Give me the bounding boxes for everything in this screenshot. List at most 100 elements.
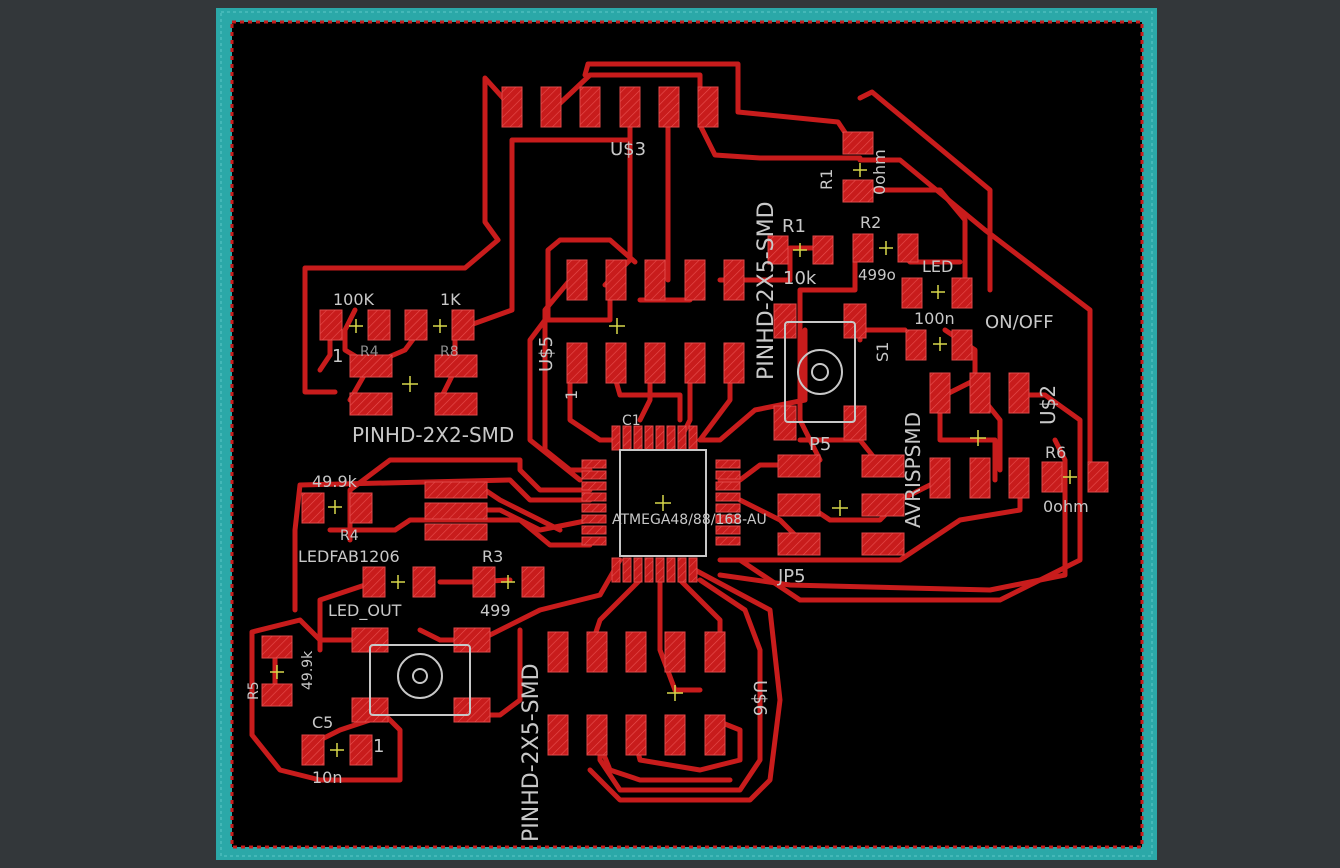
pad-hatch	[1088, 462, 1108, 492]
pad-hatch	[350, 493, 372, 523]
pad-hatch	[620, 87, 640, 127]
label-c5: C5	[312, 713, 333, 732]
pad-hatch	[716, 526, 740, 534]
label-led: LED	[922, 257, 953, 276]
label-49k9: 49.9k	[312, 472, 358, 491]
pad-hatch	[350, 735, 372, 765]
pad-hatch	[567, 260, 587, 300]
pad-hatch	[425, 482, 487, 498]
label-pinhd-2x2: PINHD-2X2-SMD	[352, 423, 514, 447]
pad-hatch	[606, 260, 626, 300]
pad-hatch	[844, 406, 866, 440]
pad-hatch	[435, 355, 477, 377]
pad-hatch	[582, 515, 606, 523]
pad-hatch	[262, 684, 292, 706]
pad-hatch	[678, 558, 686, 582]
pad-hatch	[813, 236, 833, 264]
pad-hatch	[368, 310, 390, 340]
pad-hatch	[548, 632, 568, 672]
label-r8: R8	[440, 344, 459, 360]
pad-hatch	[302, 493, 324, 523]
label-jp5-mid: P5	[809, 434, 831, 455]
pad-hatch	[656, 558, 664, 582]
pad-hatch	[454, 698, 490, 722]
pad-hatch	[623, 426, 631, 450]
label-r5-value: 49.9k	[300, 650, 316, 690]
pad-hatch	[774, 304, 796, 338]
label-c5-num: 1	[373, 736, 384, 757]
pad-hatch	[645, 558, 653, 582]
pad-hatch	[634, 558, 642, 582]
pad-hatch	[774, 406, 796, 440]
board-outline-dots	[220, 11, 1153, 857]
pad-hatch	[689, 426, 697, 450]
pad-hatch	[413, 567, 435, 597]
pad-hatch	[623, 558, 631, 582]
label-r4: R4	[360, 344, 379, 360]
pad-hatch	[582, 471, 606, 479]
pad-hatch	[522, 567, 544, 597]
pad-hatch	[473, 567, 495, 597]
pad-hatch	[567, 343, 587, 383]
pad-hatch	[930, 458, 950, 498]
label-ledfab1206: LEDFAB1206	[298, 547, 400, 566]
pad-hatch	[844, 304, 866, 338]
label-avrispsmd: AVRISPSMD	[901, 412, 925, 528]
pad-hatch	[724, 260, 744, 300]
pad-hatch	[906, 330, 926, 360]
pad-hatch	[320, 310, 342, 340]
pad-hatch	[582, 493, 606, 501]
pad-hatch	[582, 482, 606, 490]
pad-hatch	[350, 393, 392, 415]
ground-pour-outline	[230, 20, 1144, 849]
pad-hatch	[1009, 458, 1029, 498]
label-r5: R5	[246, 681, 262, 700]
pad-hatch	[716, 460, 740, 468]
label-num-1a: 1	[332, 346, 343, 367]
pad-hatch	[425, 503, 487, 519]
label-1k: 1K	[440, 290, 461, 309]
label-c1: C1	[622, 413, 641, 429]
pad-hatch	[587, 715, 607, 755]
pad-hatch	[582, 504, 606, 512]
pad-hatch	[862, 533, 904, 555]
pad-hatch	[405, 310, 427, 340]
label-r1-top: R1	[817, 169, 836, 190]
pad-hatch	[452, 310, 474, 340]
pad-hatch	[606, 343, 626, 383]
pad-hatch	[350, 355, 392, 377]
pad-hatch	[685, 260, 705, 300]
pad-hatch	[587, 632, 607, 672]
pad-hatch	[778, 494, 820, 516]
pad-hatch	[970, 373, 990, 413]
label-us3: U$3	[610, 139, 646, 160]
pad-hatch	[612, 558, 620, 582]
label-atmega: ATMEGA48/88/168-AU	[612, 512, 767, 528]
pad-hatch	[689, 558, 697, 582]
label-us2: U$2	[1036, 385, 1060, 425]
pad-hatch	[843, 132, 873, 154]
pad-hatch	[843, 180, 873, 202]
label-us5: U$5	[536, 336, 557, 372]
label-r6-value: 0ohm	[1043, 497, 1089, 516]
pad-hatch	[862, 494, 904, 516]
label-pinhd-2x5-bottom: PINHD-2X5-SMD	[519, 663, 544, 842]
pad-hatch	[685, 343, 705, 383]
label-r2: R2	[860, 213, 881, 232]
pad-hatch	[659, 87, 679, 127]
pad-hatch	[778, 533, 820, 555]
pad-hatch	[724, 343, 744, 383]
pad-hatch	[716, 515, 740, 523]
pad-hatch	[634, 426, 642, 450]
pad-hatch	[1009, 373, 1029, 413]
pad-hatch	[435, 393, 477, 415]
pad-hatch	[667, 426, 675, 450]
pad-hatch	[778, 455, 820, 477]
pad-hatch	[582, 460, 606, 468]
pad-hatch	[716, 504, 740, 512]
pad-hatch	[665, 715, 685, 755]
pad-hatch	[678, 426, 686, 450]
pad-hatch	[612, 426, 620, 450]
